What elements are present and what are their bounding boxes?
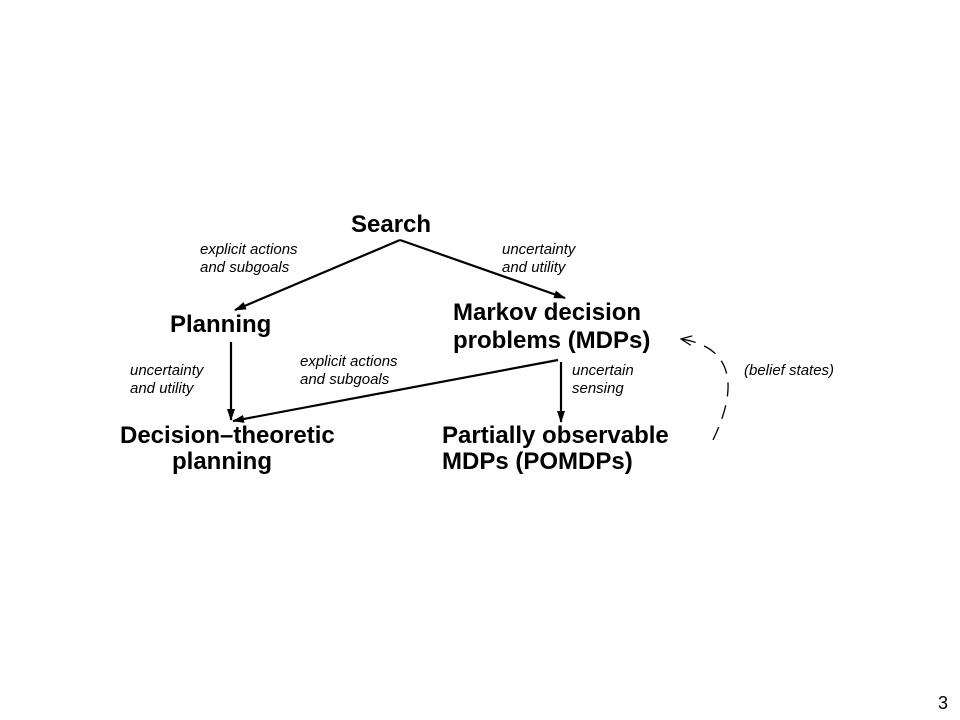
label-planning-to-dtp-line1: uncertainty: [130, 362, 205, 379]
node-pomdp-line2: MDPs (POMDPs): [442, 448, 633, 475]
edge-mdp-to-dtp: [232, 358, 559, 423]
node-search: Search: [351, 211, 431, 238]
node-dtp-line2: planning: [172, 448, 272, 475]
edge-pomdp-to-mdp-dashed: [681, 339, 729, 441]
node-mdp-line2: problems (MDPs): [453, 327, 650, 354]
label-search-to-planning-line2: and subgoals: [200, 259, 290, 276]
label-mdp-to-dtp-line2: and subgoals: [300, 371, 390, 388]
label-belief-states: (belief states): [744, 362, 834, 379]
label-search-to-mdp-line2: and utility: [502, 259, 567, 276]
edge-search-to-mdp: [399, 238, 566, 300]
node-pomdp-line1: Partially observable: [442, 422, 669, 449]
label-planning-to-dtp-line2: and utility: [130, 380, 195, 397]
label-search-to-mdp-line1: uncertainty: [502, 241, 577, 258]
node-planning: Planning: [170, 311, 271, 338]
label-mdp-to-pomdp-line1: uncertain: [572, 362, 634, 379]
edge-search-to-planning: [234, 238, 401, 312]
label-mdp-to-dtp-line1: explicit actions: [300, 353, 398, 370]
node-dtp-line1: Decision–theoretic: [120, 422, 335, 449]
label-search-to-planning-line1: explicit actions: [200, 241, 298, 258]
label-mdp-to-pomdp-line2: sensing: [572, 380, 624, 397]
page-number: 3: [937, 693, 948, 713]
node-mdp-line1: Markov decision: [453, 299, 641, 326]
